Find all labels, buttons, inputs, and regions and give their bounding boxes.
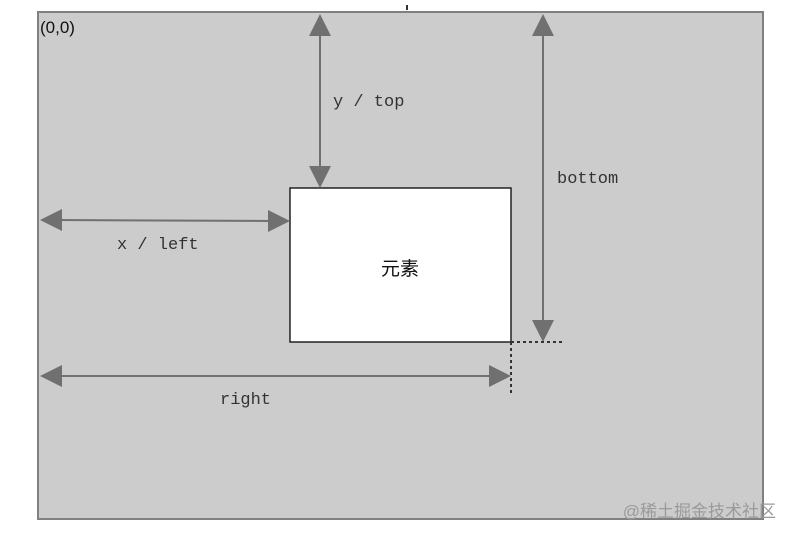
- x-left-arrow: [40, 209, 290, 232]
- bottom-arrow: [532, 14, 554, 342]
- element-label: 元素: [381, 258, 419, 280]
- right-arrow: [40, 365, 511, 387]
- watermark: @稀土掘金技术社区: [623, 502, 776, 521]
- element-box: [289, 187, 512, 343]
- right-label: right: [220, 391, 271, 410]
- x-left-label: x / left: [117, 236, 199, 255]
- origin-label: (0,0): [40, 18, 75, 37]
- y-top-label: y / top: [333, 93, 404, 112]
- bottom-label: bottom: [557, 170, 618, 189]
- y-top-arrow: [309, 14, 331, 188]
